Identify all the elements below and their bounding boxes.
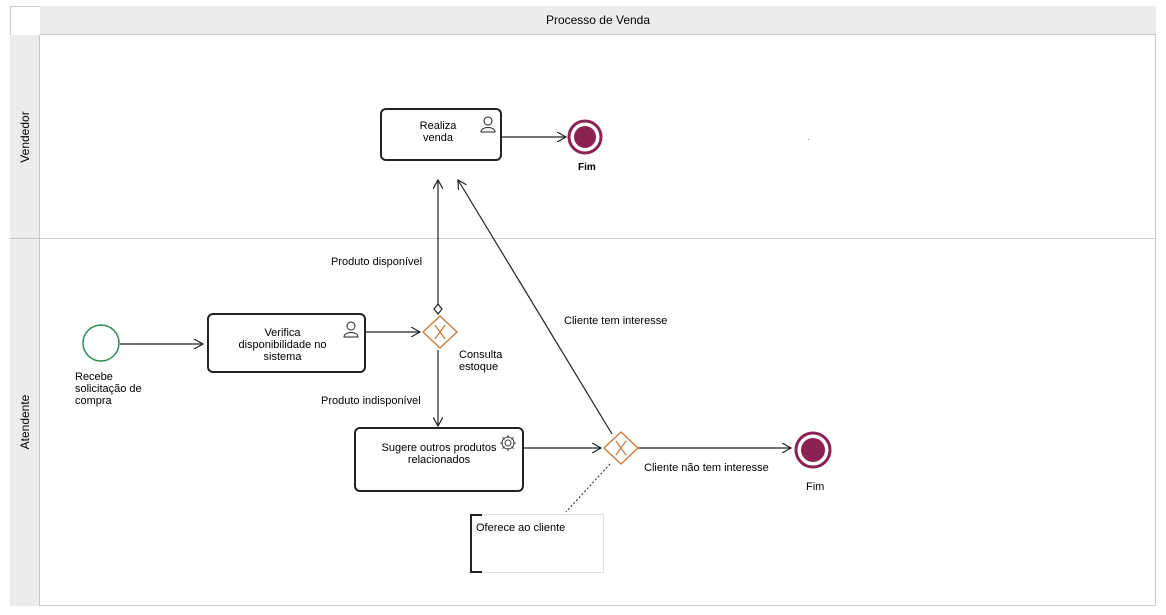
pool-title-text: Processo de Venda	[545, 13, 651, 27]
gateway-stock-label: Consulta estoque	[459, 349, 503, 373]
end-event-bottom[interactable]	[794, 431, 832, 469]
task-suggest-label: Sugere outros produtos relacionados	[381, 442, 497, 466]
end-event-top-label: Fim	[578, 162, 596, 173]
flow-interested[interactable]	[458, 180, 613, 435]
task-suggest-products[interactable]: Sugere outros produtos relacionados	[354, 427, 524, 492]
annotation-association	[565, 463, 611, 513]
start-event[interactable]	[82, 324, 120, 362]
annotation-bracket	[470, 514, 482, 573]
pool-title: Processo de Venda	[40, 6, 1156, 35]
task-realiza-venda[interactable]: Realiza venda	[380, 108, 502, 161]
annotation-text: Oferece ao cliente	[476, 522, 566, 534]
lane-atendente-header: Atendente	[10, 238, 40, 606]
conditional-marker	[433, 303, 443, 315]
flow-label-not-interested: Cliente não tem interesse	[644, 462, 769, 474]
text-annotation[interactable]: Oferece ao cliente	[470, 514, 604, 573]
gear-icon	[500, 435, 516, 451]
exclusive-gateway-stock[interactable]	[422, 315, 458, 349]
task-sell-label: Realiza venda	[419, 120, 457, 144]
user-icon	[480, 116, 496, 133]
lane-vendedor-header: Vendedor	[10, 35, 40, 238]
stray-dot	[808, 139, 809, 140]
user-icon	[343, 321, 359, 338]
task-verify-availability[interactable]: Verifica disponibilidade no sistema	[207, 313, 366, 373]
flow-label-available: Produto disponível	[331, 256, 423, 268]
end-event-top[interactable]	[567, 119, 603, 155]
exclusive-gateway-interest[interactable]	[603, 431, 639, 465]
flow-label-unavailable: Produto indisponível	[321, 395, 421, 407]
lane-divider	[10, 238, 1156, 239]
end-event-bottom-label: Fim	[806, 481, 825, 493]
task-verify-label: Verifica disponibilidade no sistema	[238, 327, 327, 363]
flow-label-interested: Cliente tem interesse	[564, 315, 668, 327]
start-event-label: Recebe solicitação de compra	[75, 371, 142, 407]
